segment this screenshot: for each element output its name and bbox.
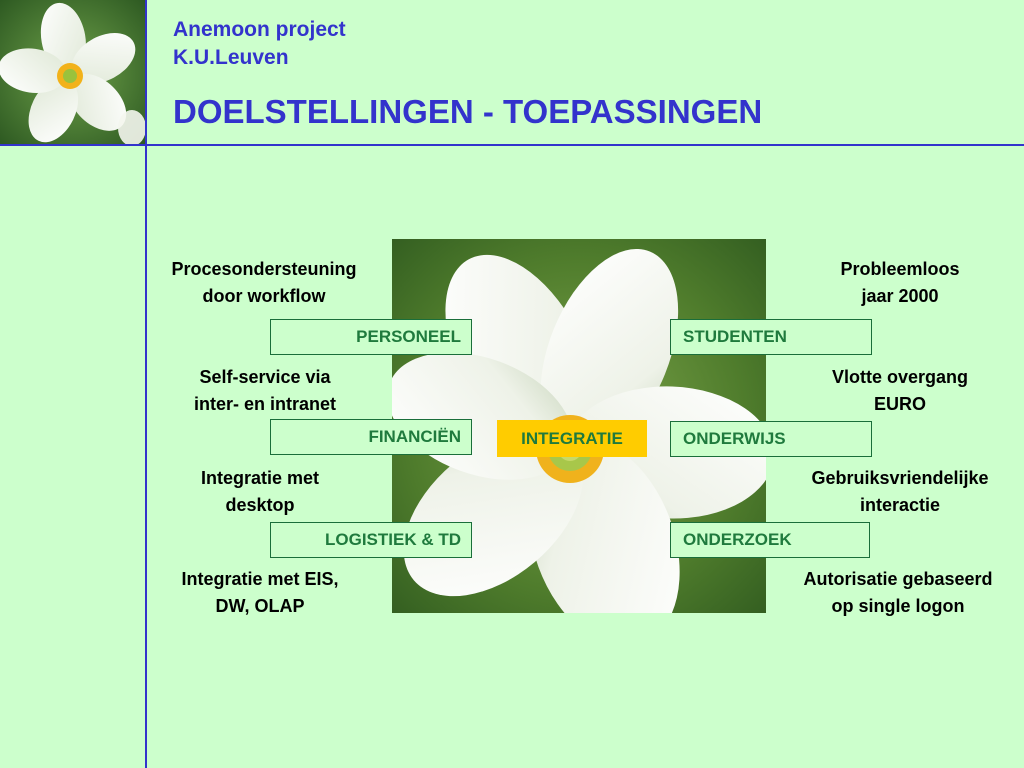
box-onderwijs: ONDERWIJS [670, 421, 872, 457]
anemone-logo-image [0, 0, 145, 144]
note-line: interactie [859, 495, 941, 515]
note-line: desktop [225, 495, 295, 515]
note-right-3: Gebruiksvriendelijke interactie [784, 465, 1016, 519]
box-onderzoek: ONDERZOEK [670, 522, 870, 558]
note-left-2: Self-service via inter- en intranet [150, 364, 380, 418]
page-title: DOELSTELLINGEN - TOEPASSINGEN [173, 93, 763, 130]
note-line: Gebruiksvriendelijke [811, 468, 989, 488]
box-logistiek-td: LOGISTIEK & TD [270, 522, 472, 558]
horizontal-rule [0, 144, 1024, 146]
note-right-2: Vlotte overgang EURO [790, 364, 1010, 418]
note-line: op single logon [831, 596, 965, 616]
note-line: Integratie met EIS, [181, 569, 339, 589]
note-left-4: Integratie met EIS, DW, OLAP [150, 566, 370, 620]
note-line: Integratie met [200, 468, 320, 488]
note-line: jaar 2000 [861, 286, 939, 306]
note-line: DW, OLAP [215, 596, 305, 616]
note-line: Self-service via [199, 367, 331, 387]
project-name: Anemoon project [173, 18, 346, 41]
note-right-4: Autorisatie gebaseerd op single logon [776, 566, 1020, 620]
note-line: EURO [873, 394, 926, 414]
note-line: door workflow [202, 286, 326, 306]
box-financien: FINANCIËN [270, 419, 472, 455]
vertical-rule [145, 0, 147, 768]
note-right-1: Probleemloos jaar 2000 [790, 256, 1010, 310]
organization-heading: Anemoon project K.U.Leuven [173, 16, 346, 72]
university-name: K.U.Leuven [173, 46, 289, 69]
note-left-3: Integratie met desktop [150, 465, 370, 519]
note-line: Probleemloos [840, 259, 960, 279]
note-line: Autorisatie gebaseerd [803, 569, 993, 589]
note-left-1: Procesondersteuning door workflow [148, 256, 380, 310]
box-studenten: STUDENTEN [670, 319, 872, 355]
note-line: Procesondersteuning [171, 259, 357, 279]
box-personeel: PERSONEEL [270, 319, 472, 355]
note-line: inter- en intranet [193, 394, 336, 414]
center-integratie-box: INTEGRATIE [497, 420, 647, 457]
note-line: Vlotte overgang [831, 367, 969, 387]
